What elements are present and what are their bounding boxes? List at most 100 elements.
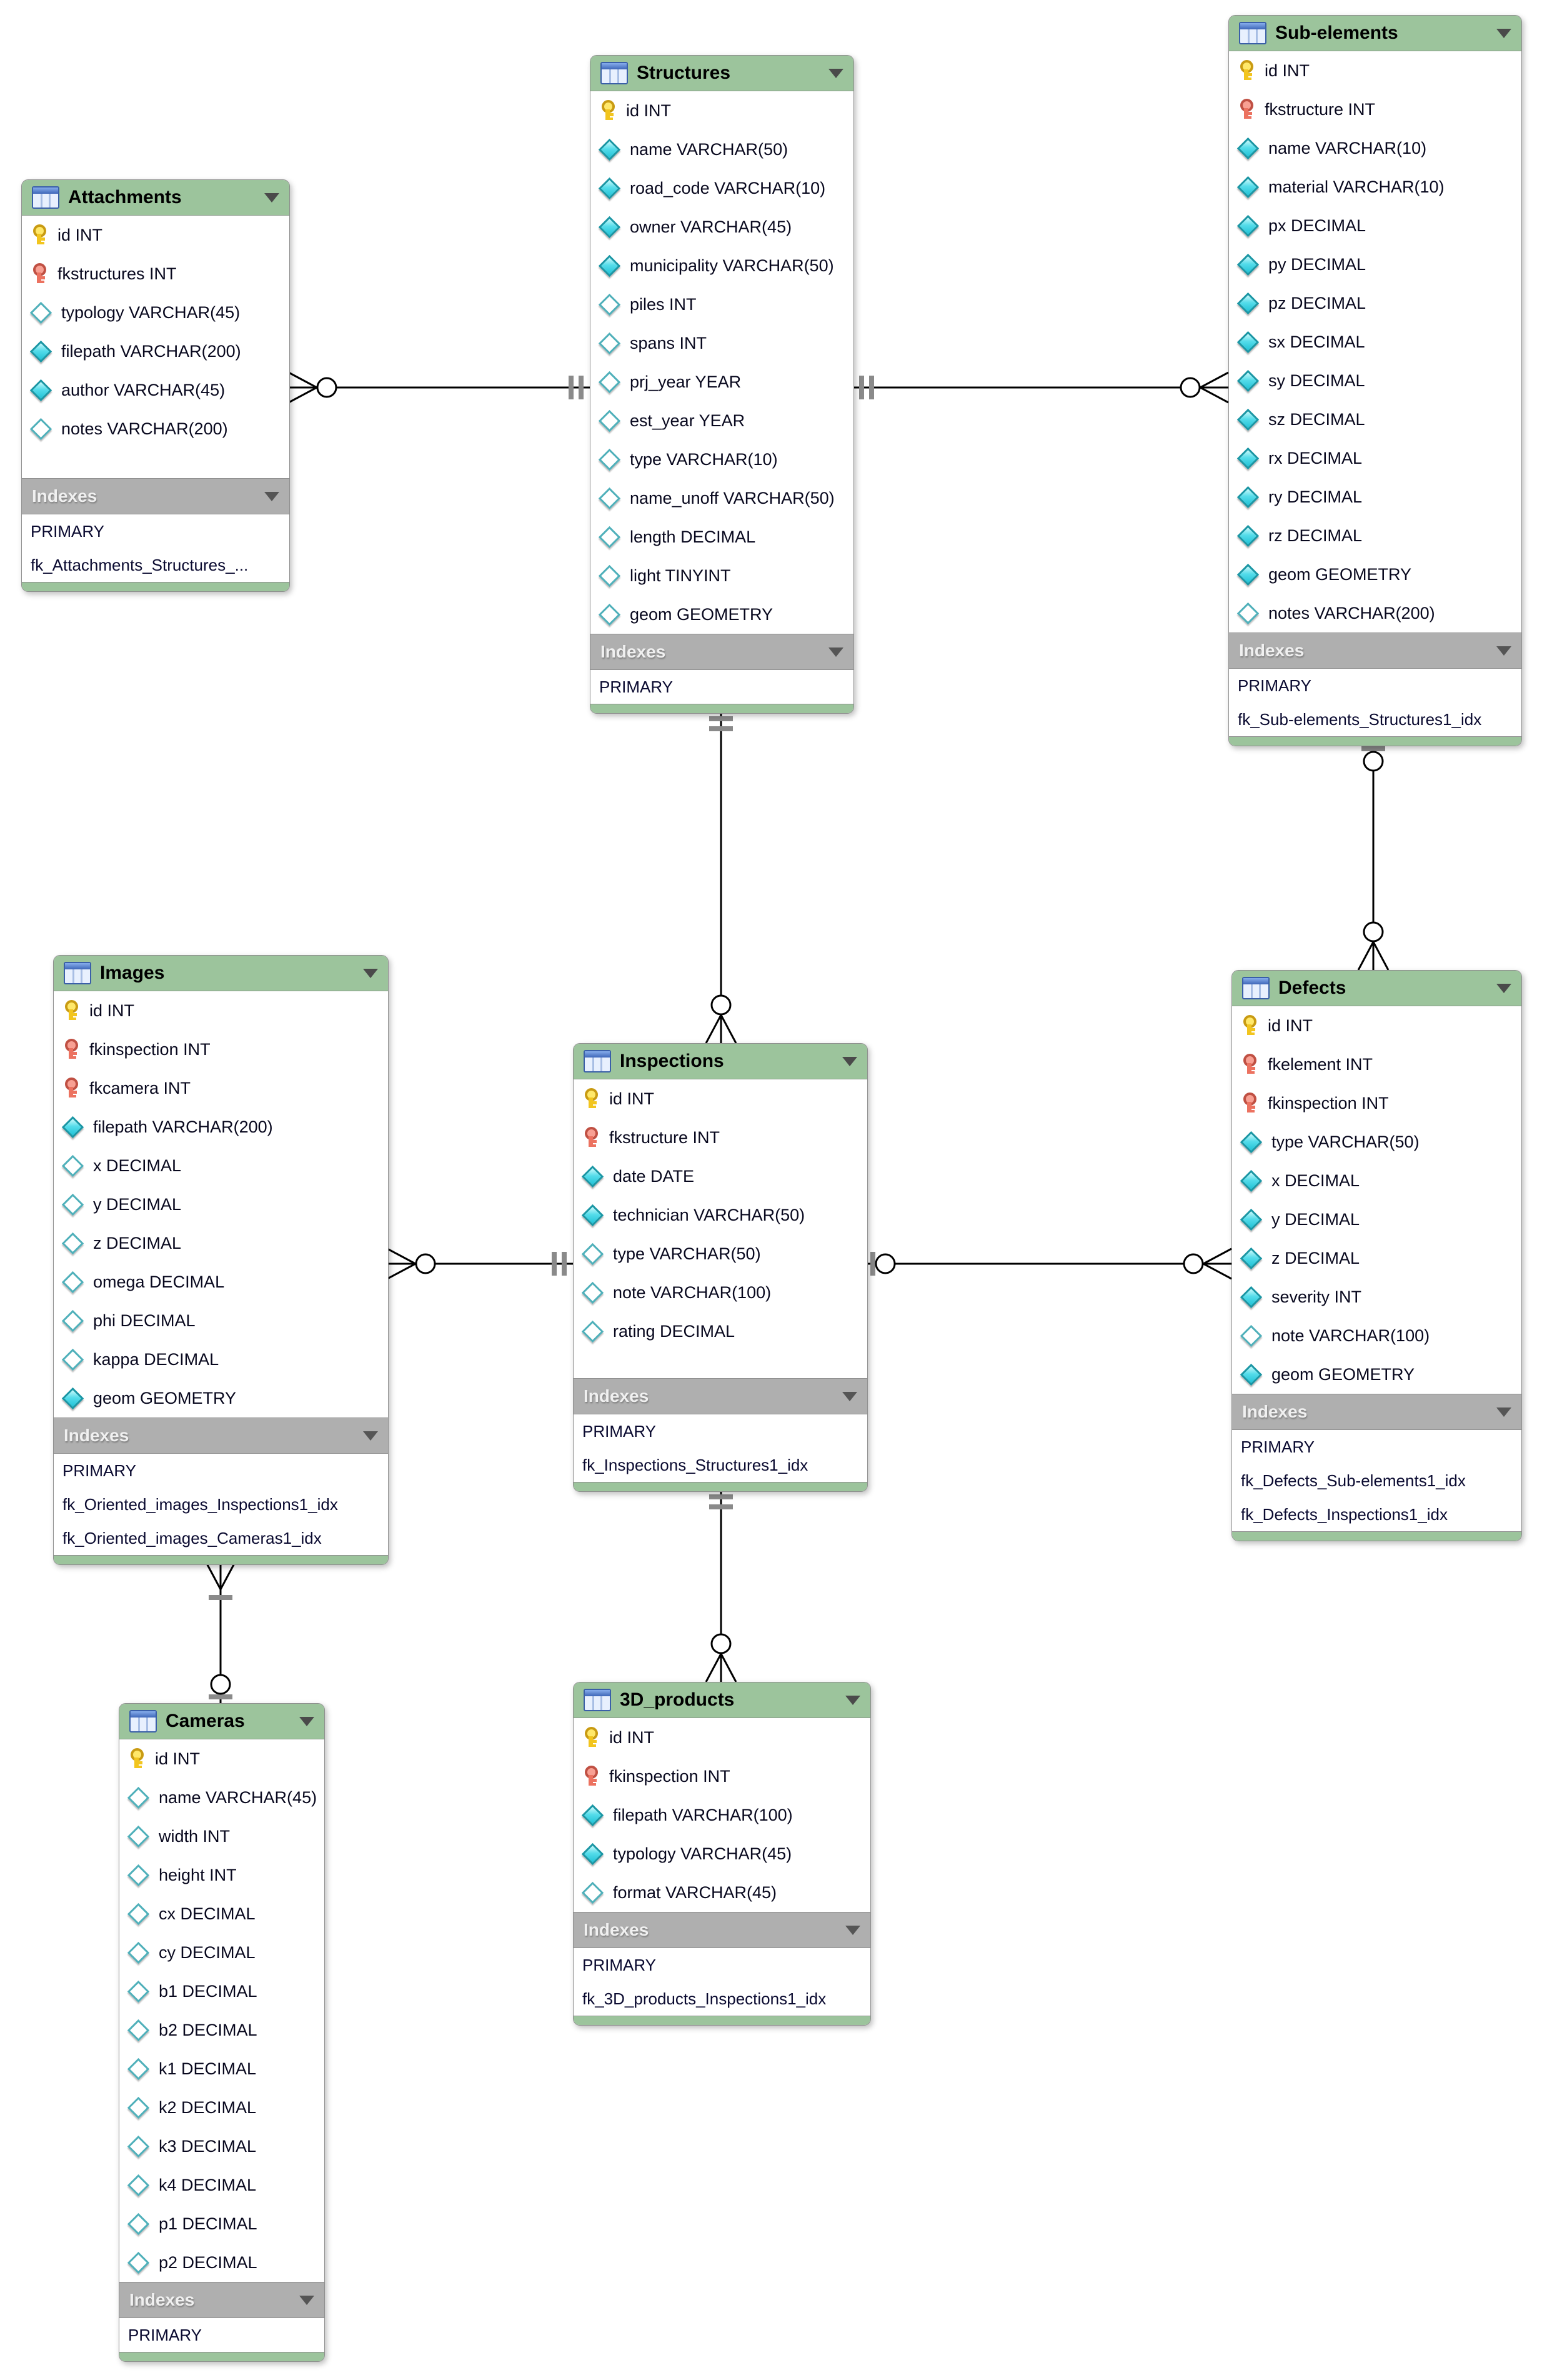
indexes-section-header[interactable]: Indexes	[22, 478, 289, 514]
column-row[interactable]: pz DECIMAL	[1229, 284, 1521, 322]
column-row[interactable]: id INT	[22, 216, 289, 254]
column-row[interactable]: notes VARCHAR(200)	[1229, 594, 1521, 632]
column-row[interactable]: rx DECIMAL	[1229, 439, 1521, 478]
collapse-arrow-icon[interactable]	[299, 2295, 314, 2305]
column-row[interactable]: geom GEOMETRY	[1229, 555, 1521, 594]
collapse-arrow-icon[interactable]	[299, 1716, 314, 1726]
column-row[interactable]: geom GEOMETRY	[54, 1379, 388, 1418]
collapse-arrow-icon[interactable]	[1496, 28, 1511, 38]
column-row[interactable]: road_code VARCHAR(10)	[590, 169, 853, 208]
column-row[interactable]: id INT	[590, 91, 853, 130]
column-row[interactable]: note VARCHAR(100)	[1232, 1316, 1521, 1355]
collapse-arrow-icon[interactable]	[845, 1695, 860, 1705]
column-row[interactable]: type VARCHAR(10)	[590, 440, 853, 479]
collapse-arrow-icon[interactable]	[842, 1391, 857, 1401]
column-row[interactable]: format VARCHAR(45)	[574, 1873, 870, 1912]
collapse-arrow-icon[interactable]	[845, 1925, 860, 1935]
indexes-section-header[interactable]: Indexes	[574, 1378, 867, 1414]
column-row[interactable]: fkinspection INT	[54, 1030, 388, 1069]
column-row[interactable]: light TINYINT	[590, 556, 853, 595]
index-row[interactable]: fk_Sub-elements_Structures1_idx	[1229, 702, 1521, 736]
index-row[interactable]: PRIMARY	[574, 1948, 870, 1982]
indexes-section-header[interactable]: Indexes	[119, 2282, 324, 2318]
column-row[interactable]: b2 DECIMAL	[119, 2011, 324, 2049]
column-row[interactable]: width INT	[119, 1817, 324, 1856]
collapse-arrow-icon[interactable]	[828, 647, 843, 657]
column-row[interactable]: x DECIMAL	[54, 1146, 388, 1185]
column-row[interactable]: rating DECIMAL	[574, 1312, 867, 1351]
column-row[interactable]: type VARCHAR(50)	[574, 1234, 867, 1273]
column-row[interactable]: cy DECIMAL	[119, 1933, 324, 1972]
column-row[interactable]: k2 DECIMAL	[119, 2088, 324, 2127]
indexes-section-header[interactable]: Indexes	[1232, 1394, 1521, 1430]
collapse-arrow-icon[interactable]	[363, 1431, 378, 1441]
index-row[interactable]: fk_Defects_Sub-elements1_idx	[1232, 1464, 1521, 1498]
column-row[interactable]: p1 DECIMAL	[119, 2204, 324, 2243]
column-row[interactable]: length DECIMAL	[590, 518, 853, 556]
column-row[interactable]: id INT	[54, 991, 388, 1030]
index-row[interactable]: fk_Oriented_images_Cameras1_idx	[54, 1521, 388, 1555]
relationship-Inspections-Defects[interactable]	[867, 1248, 1232, 1280]
column-row[interactable]: rz DECIMAL	[1229, 516, 1521, 555]
collapse-arrow-icon[interactable]	[264, 491, 279, 501]
relationship-Attachments-Structures[interactable]	[288, 371, 590, 404]
column-row[interactable]: filepath VARCHAR(100)	[574, 1796, 870, 1834]
column-row[interactable]: type VARCHAR(50)	[1232, 1122, 1521, 1161]
collapse-arrow-icon[interactable]	[1496, 983, 1511, 993]
column-row[interactable]: fkstructure INT	[574, 1118, 867, 1157]
column-row[interactable]: sx DECIMAL	[1229, 322, 1521, 361]
index-row[interactable]: fk_Defects_Inspections1_idx	[1232, 1498, 1521, 1531]
index-row[interactable]: PRIMARY	[1232, 1430, 1521, 1464]
column-row[interactable]: prj_year YEAR	[590, 362, 853, 401]
column-row[interactable]: severity INT	[1232, 1278, 1521, 1316]
column-row[interactable]: technician VARCHAR(50)	[574, 1196, 867, 1234]
collapse-arrow-icon[interactable]	[828, 68, 843, 78]
column-row[interactable]: date DATE	[574, 1157, 867, 1196]
column-row[interactable]: z DECIMAL	[1232, 1239, 1521, 1278]
relationship-Images-Inspections[interactable]	[387, 1248, 573, 1280]
column-row[interactable]: author VARCHAR(45)	[22, 371, 289, 409]
column-row[interactable]: piles INT	[590, 285, 853, 324]
column-row[interactable]: ry DECIMAL	[1229, 478, 1521, 516]
column-row[interactable]: filepath VARCHAR(200)	[22, 332, 289, 371]
column-row[interactable]: k4 DECIMAL	[119, 2166, 324, 2204]
column-row[interactable]: phi DECIMAL	[54, 1301, 388, 1340]
indexes-section-header[interactable]: Indexes	[590, 634, 853, 670]
column-row[interactable]: name VARCHAR(45)	[119, 1778, 324, 1817]
indexes-section-header[interactable]: Indexes	[1229, 632, 1521, 669]
column-row[interactable]: id INT	[574, 1079, 867, 1118]
column-row[interactable]: y DECIMAL	[54, 1185, 388, 1224]
column-row[interactable]: id INT	[574, 1718, 870, 1757]
relationship-Sub-elements-Defects[interactable]	[1357, 742, 1390, 971]
index-row[interactable]: PRIMARY	[54, 1454, 388, 1488]
index-row[interactable]: PRIMARY	[22, 514, 289, 548]
column-row[interactable]: cx DECIMAL	[119, 1894, 324, 1933]
column-row[interactable]: material VARCHAR(10)	[1229, 168, 1521, 206]
relationship-Structures-Inspections[interactable]	[705, 710, 737, 1044]
index-row[interactable]: PRIMARY	[574, 1414, 867, 1448]
index-row[interactable]: fk_3D_products_Inspections1_idx	[574, 1982, 870, 2016]
column-row[interactable]: geom GEOMETRY	[590, 595, 853, 634]
column-row[interactable]: notes VARCHAR(200)	[22, 409, 289, 448]
column-row[interactable]: fkinspection INT	[574, 1757, 870, 1796]
column-row[interactable]: fkinspection INT	[1232, 1084, 1521, 1122]
index-row[interactable]: fk_Oriented_images_Inspections1_idx	[54, 1488, 388, 1521]
column-row[interactable]: spans INT	[590, 324, 853, 362]
collapse-arrow-icon[interactable]	[1496, 646, 1511, 656]
column-row[interactable]: id INT	[1232, 1006, 1521, 1045]
relationship-Inspections-3D_products[interactable]	[705, 1488, 737, 1682]
column-row[interactable]: py DECIMAL	[1229, 245, 1521, 284]
column-row[interactable]: municipality VARCHAR(50)	[590, 246, 853, 285]
column-row[interactable]: typology VARCHAR(45)	[22, 293, 289, 332]
column-row[interactable]: sz DECIMAL	[1229, 400, 1521, 439]
column-row[interactable]: id INT	[1229, 51, 1521, 90]
column-row[interactable]: owner VARCHAR(45)	[590, 208, 853, 246]
column-row[interactable]: px DECIMAL	[1229, 206, 1521, 245]
collapse-arrow-icon[interactable]	[842, 1056, 857, 1066]
column-row[interactable]: filepath VARCHAR(200)	[54, 1108, 388, 1146]
